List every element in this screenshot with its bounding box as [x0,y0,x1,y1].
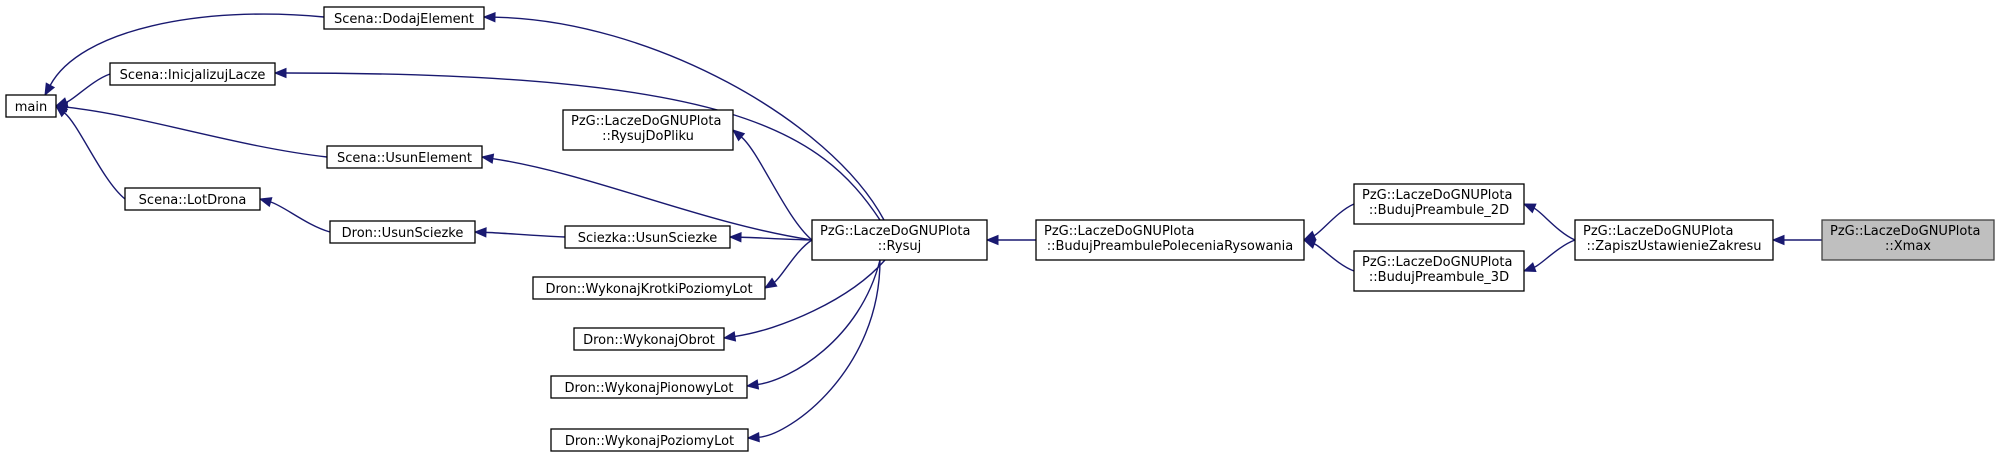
node-rysujplik[interactable]: PzG::LaczeDoGNUPlota::RysujDoPliku [562,109,734,151]
edge-rysuj-to-usunel [480,153,813,241]
node-obrot[interactable]: Dron::WykonajObrot [573,327,725,351]
node-label: PzG::LaczeDoGNUPlota [820,224,970,239]
edge-usunel-to-main [54,102,328,158]
node-label: ::Xmax [1885,239,1931,254]
node-pionowy[interactable]: Dron::WykonajPionowyLot [550,375,748,399]
node-label: PzG::LaczeDoGNUPlota [1044,224,1194,239]
node-dusun[interactable]: Dron::UsunSciezke [329,220,476,244]
node-bud2d[interactable]: PzG::LaczeDoGNUPlota::BudujPreambule_2D [1353,183,1525,225]
node-label: PzG::LaczeDoGNUPlota [1830,224,1980,239]
node-label: Dron::WykonajObrot [583,333,715,348]
node-label: ::ZapiszUstawienieZakresu [1586,239,1761,254]
edge-rysuj-to-susun [728,232,813,243]
node-label: Scena::UsunElement [337,151,472,166]
edge-rysuj-to-krotki [763,239,813,289]
edge-rysuj-to-pionowy [745,259,881,390]
node-budujpol[interactable]: PzG::LaczeDoGNUPlota::BudujPreambulePole… [1035,219,1305,261]
edge-rysuj-to-poziomy [746,259,881,443]
edge-dusun-to-lot [258,197,331,233]
node-label: Dron::WykonajPoziomyLot [565,434,734,449]
node-bud3d[interactable]: PzG::LaczeDoGNUPlota::BudujPreambule_3D [1353,250,1525,292]
node-label: Dron::WykonajPionowyLot [565,381,734,396]
edge-xmax-to-zapisz [1771,234,1822,246]
node-inicj[interactable]: Scena::InicjalizujLacze [109,62,276,86]
edge-rysuj-to-dodaj [482,11,885,221]
node-lot[interactable]: Scena::LotDrona [124,187,261,211]
node-label: PzG::LaczeDoGNUPlota [571,114,721,129]
node-label: ::Rysuj [878,239,921,254]
node-susun[interactable]: Sciezka::UsunSciezke [564,225,731,249]
node-label: Scena::LotDrona [139,193,247,208]
edge-bud2d-to-budujpol [1302,203,1355,241]
node-label: ::BudujPreambule_3D [1369,270,1509,285]
edge-zapisz-to-bud2d [1522,203,1576,241]
edge-dodaj-to-main [44,13,325,97]
node-label: PzG::LaczeDoGNUPlota [1362,255,1512,270]
edge-susun-to-dusun [473,227,566,238]
node-label: Scena::DodajElement [334,12,474,27]
edge-inicj-to-main [54,73,111,108]
node-usunel[interactable]: Scena::UsunElement [326,145,483,169]
edge-rysuj-to-obrot [722,259,886,342]
node-dodaj[interactable]: Scena::DodajElement [323,6,485,30]
node-label: ::BudujPreambule_2D [1369,203,1509,218]
node-krotki[interactable]: Dron::WykonajKrotkiPoziomyLot [532,276,766,300]
node-label: Scena::InicjalizujLacze [120,68,266,83]
node-label: PzG::LaczeDoGNUPlota [1362,188,1512,203]
node-label: Dron::UsunSciezke [342,226,464,241]
edge-zapisz-to-bud3d [1522,239,1576,272]
node-main[interactable]: main [5,94,57,118]
node-label: main [15,100,47,115]
node-label: ::RysujDoPliku [602,129,694,144]
edge-bud3d-to-budujpol [1302,239,1355,272]
node-xmax[interactable]: PzG::LaczeDoGNUPlota::Xmax [1821,219,1995,261]
edge-budujpol-to-rysuj [985,234,1036,246]
node-label: ::BudujPreambulePoleceniaRysowania [1047,239,1293,254]
edge-rysuj-to-rysujplik [731,129,813,241]
node-label: Dron::WykonajKrotkiPoziomyLot [545,282,752,297]
node-poziomy[interactable]: Dron::WykonajPoziomyLot [550,428,749,452]
edge-lot-to-main [54,105,126,200]
node-rysuj[interactable]: PzG::LaczeDoGNUPlota::Rysuj [811,219,988,261]
node-label: Sciezka::UsunSciezke [578,231,718,246]
node-zapisz[interactable]: PzG::LaczeDoGNUPlota::ZapiszUstawienieZa… [1574,219,1774,261]
node-label: PzG::LaczeDoGNUPlota [1583,224,1733,239]
